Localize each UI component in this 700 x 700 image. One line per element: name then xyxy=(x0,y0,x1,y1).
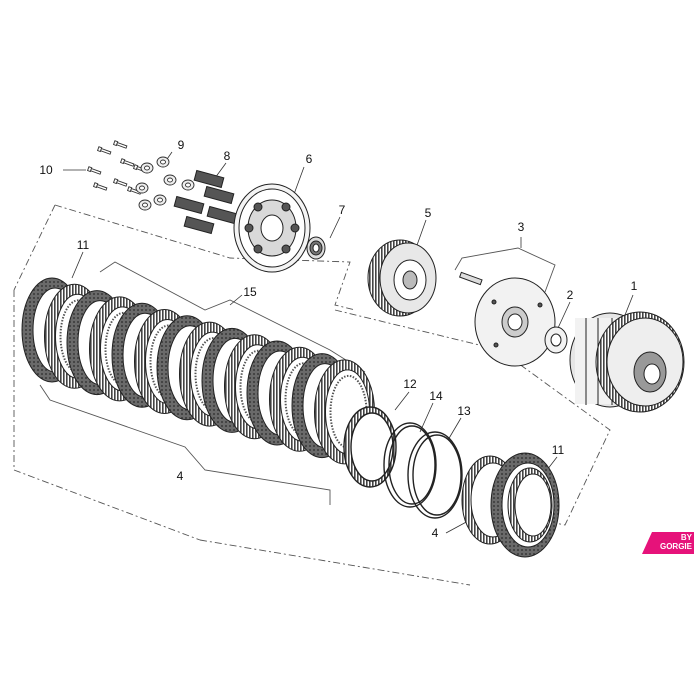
callout-10-bolts: 10 xyxy=(39,163,53,177)
outer-disc-pair xyxy=(461,452,560,558)
pressure-plate xyxy=(233,183,311,273)
brand-line-1: BY xyxy=(680,533,692,542)
spring-cups xyxy=(135,156,195,211)
clutch-basket xyxy=(569,311,685,413)
callout-14-ring: 14 xyxy=(429,389,443,403)
callout-7-bearing: 7 xyxy=(338,203,346,217)
callout-1-clutch-basket: 1 xyxy=(630,279,638,293)
bracket-4 xyxy=(39,384,331,505)
push-pin xyxy=(458,271,483,286)
back-plate xyxy=(474,277,556,367)
rings xyxy=(343,406,463,519)
callout-11-left-disc: 11 xyxy=(76,238,90,252)
bracket-3 xyxy=(454,247,556,293)
brand-line-2: GORGIE xyxy=(659,542,692,551)
bracket-15 xyxy=(99,261,366,373)
thrust-washer xyxy=(544,326,568,354)
callout-9-spring-cups: 9 xyxy=(177,138,185,152)
callout-8-springs: 8 xyxy=(223,149,231,163)
callout-15-disc-group: 15 xyxy=(243,285,257,299)
bearing xyxy=(306,236,326,260)
callout-11-right-disc: 11 xyxy=(551,443,565,457)
brand-badge xyxy=(642,532,694,554)
inner-hub xyxy=(367,239,437,317)
clutch-disc-stack xyxy=(21,277,375,465)
clutch-springs xyxy=(173,169,238,235)
callout-13-ring: 13 xyxy=(457,404,471,418)
callout-2-thrust-washer: 2 xyxy=(566,288,574,302)
callout-4-lower-right: 4 xyxy=(431,526,439,540)
bolts xyxy=(86,140,148,195)
callout-12-ring: 12 xyxy=(403,377,417,391)
group-outline-lines xyxy=(13,204,611,586)
callout-6-pressure-plate: 6 xyxy=(305,152,313,166)
callout-4-lower-left: 4 xyxy=(176,469,184,483)
callout-3-back-plate: 3 xyxy=(517,220,525,234)
brand-label: BY GORGIE xyxy=(648,533,692,551)
callout-5-inner-hub: 5 xyxy=(424,206,432,220)
